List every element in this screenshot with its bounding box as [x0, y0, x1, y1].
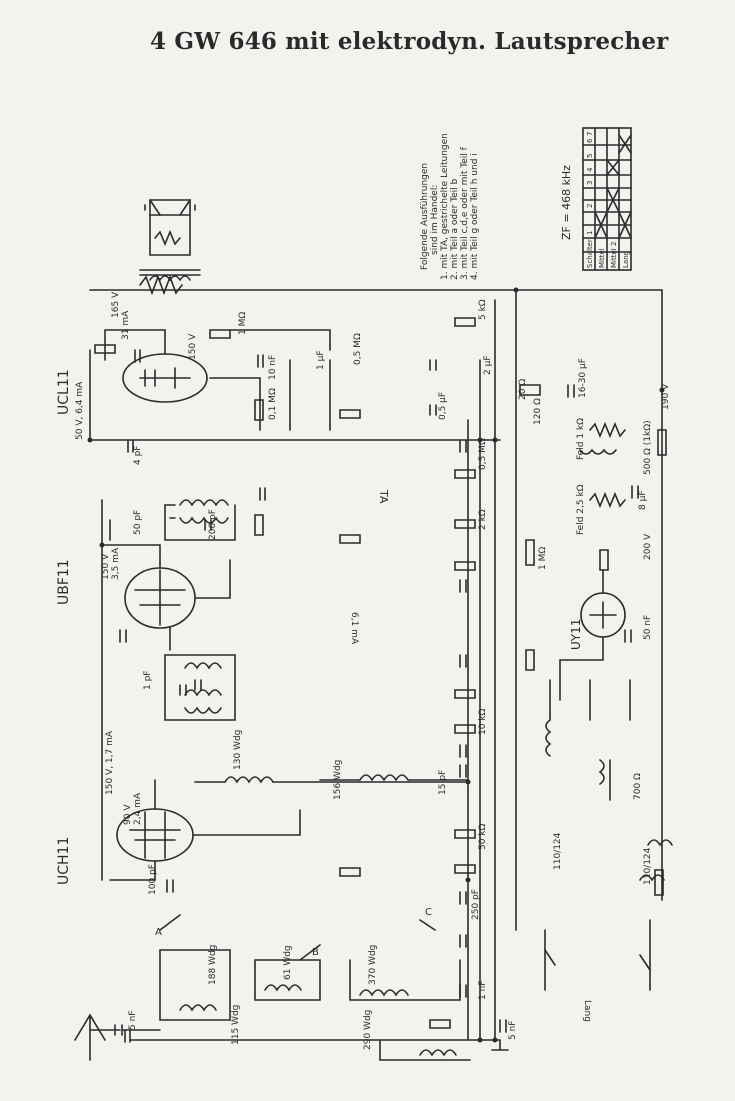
label-ubf-150v: 150 V — [101, 553, 111, 580]
label-c2u: 2 µF — [483, 356, 493, 376]
table-header-3: 3 — [586, 181, 594, 185]
label-r01: 0,1 MΩ — [268, 388, 278, 420]
table-header-7: 7 — [586, 132, 594, 136]
notes-line3: 2. mit Teil a oder Teil b — [450, 178, 460, 280]
label-r05m: 0,5 MΩ — [478, 438, 488, 470]
label-c250: 250 pF — [471, 889, 481, 920]
label-wdg61: 61 Wdg — [283, 945, 293, 980]
tube-label-uch11: UCH11 — [56, 837, 72, 885]
label-rs10: 10 kΩ — [478, 708, 488, 735]
label-r5k: 5 kΩ — [478, 299, 488, 320]
label-r1m2: 1 MΩ — [538, 547, 548, 570]
zf-label: ZF = 468 kHz — [560, 165, 573, 240]
tube-label-uy11: UY11 — [569, 619, 583, 650]
label-r20: 20 Ω — [518, 379, 528, 400]
tube-label-ubf11: UBF11 — [56, 559, 72, 605]
label-r120: 120 Ω — [533, 398, 543, 425]
label-wdg130: 130 Wdg — [233, 730, 243, 770]
label-r1m: 1 MΩ — [238, 312, 248, 335]
table-header-4: 4 — [586, 167, 594, 172]
label-c1n: 1 nF — [478, 981, 488, 1000]
label-uch-a: 150 V, 1,7 mA — [105, 730, 115, 795]
label-ta: TA — [377, 489, 390, 504]
label-ucl-g: 50 V, 6,4 mA — [75, 381, 85, 440]
table-row-0: Mittel — [598, 248, 606, 268]
notes-line2: 1. mit TA, gestrichelte Leitungen — [440, 133, 450, 280]
switch-c: C — [425, 907, 432, 918]
label-c100p: 100 pF — [148, 864, 158, 895]
table-header-1: 1 — [586, 231, 594, 235]
label-110b: 110/124 — [643, 847, 653, 885]
label-ucl-150v: 150 V — [188, 333, 198, 360]
table-header-2: 2 — [586, 204, 594, 208]
table-row-1: Mittel 2 — [610, 242, 618, 268]
label-lang: Lang — [582, 1000, 592, 1022]
label-110a: 110/124 — [553, 832, 563, 870]
resistor-speaker — [139, 274, 183, 296]
label-rs2: 2 kΩ — [478, 509, 488, 530]
label-c4p: 4 pF — [133, 446, 143, 465]
label-31ma: 31 mA — [121, 310, 131, 340]
label-ubf-screen: 6,1 mA — [349, 612, 359, 645]
notes-line4: 3. mit Teil c,d,e oder mit Teil f — [460, 146, 470, 280]
label-feld: Feld 1 kΩ — [576, 418, 586, 460]
speaker-body — [149, 199, 191, 216]
antenna-symbol — [74, 1013, 106, 1061]
page-title: 4 GW 646 mit elektrodyn. Lautsprecher — [150, 28, 669, 55]
table-header-6: 6 — [586, 138, 594, 143]
label-165v: 165 V — [111, 291, 121, 318]
label-c5n: 5 nF — [128, 1011, 138, 1030]
label-r700: 700 Ω — [633, 773, 643, 800]
label-c200: 200 pF — [208, 509, 218, 540]
switch-a: A — [155, 927, 162, 938]
label-c50n: 50 nF — [643, 615, 653, 640]
label-c5nf: 5 nF — [508, 1021, 518, 1040]
label-c1pF: 1 pF — [143, 671, 153, 690]
label-wdg290: 290 Wdg — [363, 1010, 373, 1050]
label-uch-ma: 2,4 mA — [133, 792, 143, 825]
table-row-2: Lang — [622, 251, 630, 268]
label-c8: 8 µF — [638, 491, 648, 511]
label-wdg115: 115 Wdg — [231, 1005, 241, 1045]
label-v200: 200 V — [643, 533, 653, 560]
label-ubf-ma: 3,5 mA — [111, 547, 121, 580]
notes-heading: Folgende Ausführungen — [420, 163, 430, 270]
table-header-0: Schalter — [586, 239, 594, 268]
label-r500: 500 Ω (1kΩ) — [643, 420, 653, 475]
label-v190: 190 V — [661, 383, 671, 410]
label-wdg188: 188 Wdg — [208, 945, 218, 985]
switch-b: B — [312, 947, 319, 958]
notes-line5: 4. mit Teil g oder Teil h und i — [470, 153, 480, 280]
notes-line1: sind im Handel: — [430, 185, 440, 255]
label-feld2: Feld 2,5 kΩ — [576, 484, 586, 535]
label-uch-90v: 90 V — [123, 804, 133, 825]
label-rs50: 50 kΩ — [478, 823, 488, 850]
label-wdg156: 156 Wdg — [333, 760, 343, 800]
label-c50p: 50 pF — [133, 510, 143, 535]
label-c15p: 15 pF — [438, 770, 448, 795]
label-c10n: 10 nF — [268, 355, 278, 380]
tube-label-ucl11: UCL11 — [56, 369, 72, 415]
label-r05: 0,5 MΩ — [353, 333, 363, 365]
label-c1u: 1 µF — [316, 351, 326, 371]
table-header-5: 5 — [586, 154, 594, 158]
label-c1630: 16-30 µF — [578, 358, 588, 398]
label-c05u: 0,5 µF — [438, 392, 448, 420]
label-wdg370: 370 Wdg — [368, 945, 378, 985]
